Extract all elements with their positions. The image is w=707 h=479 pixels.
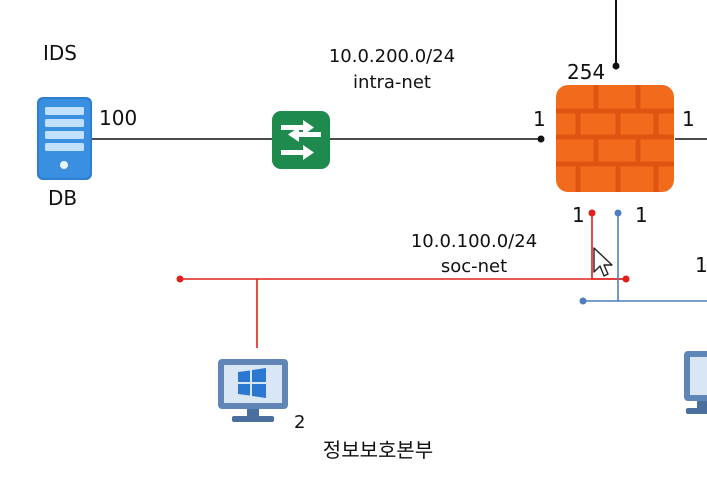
pc-label: 정보보호본부: [323, 438, 433, 462]
blue-bus-left-end: [579, 297, 587, 305]
pc-host-number: 2: [294, 412, 305, 433]
firewall-port-top: 254: [567, 60, 605, 84]
pc-monitor-icon[interactable]: [218, 359, 288, 422]
soc-net-subnet: 10.0.100.0/24: [411, 231, 537, 252]
far-right-port: 1: [695, 253, 707, 277]
firewall-port-right: 1: [682, 107, 695, 131]
firewall-port-bottom-right: 1: [635, 203, 648, 227]
windows-logo-icon: [238, 368, 266, 398]
mouse-cursor-icon: [593, 247, 613, 277]
intra-net-name: intra-net: [353, 72, 431, 93]
soc-net-bus-left-end: [176, 275, 184, 283]
ids-label: IDS: [43, 41, 77, 65]
switch-icon[interactable]: [272, 111, 330, 169]
uplink-port-dot: [612, 62, 620, 70]
db-label: DB: [48, 186, 77, 210]
intra-net-subnet: 10.0.200.0/24: [329, 46, 455, 67]
intra-net-port-dot: [537, 135, 545, 143]
firewall-port-bottom-left: 1: [572, 203, 585, 227]
firewall-red-link: [591, 213, 626, 280]
pc-monitor-partial-icon[interactable]: [684, 351, 707, 414]
soc-net-name: soc-net: [441, 256, 507, 277]
db-host-number: 100: [99, 106, 137, 130]
switch-arrows-icon: [281, 120, 321, 160]
db-server-icon[interactable]: [37, 97, 92, 180]
links: [92, 0, 707, 348]
firewall-port-left: 1: [533, 107, 546, 131]
firewall-icon[interactable]: [556, 85, 674, 192]
